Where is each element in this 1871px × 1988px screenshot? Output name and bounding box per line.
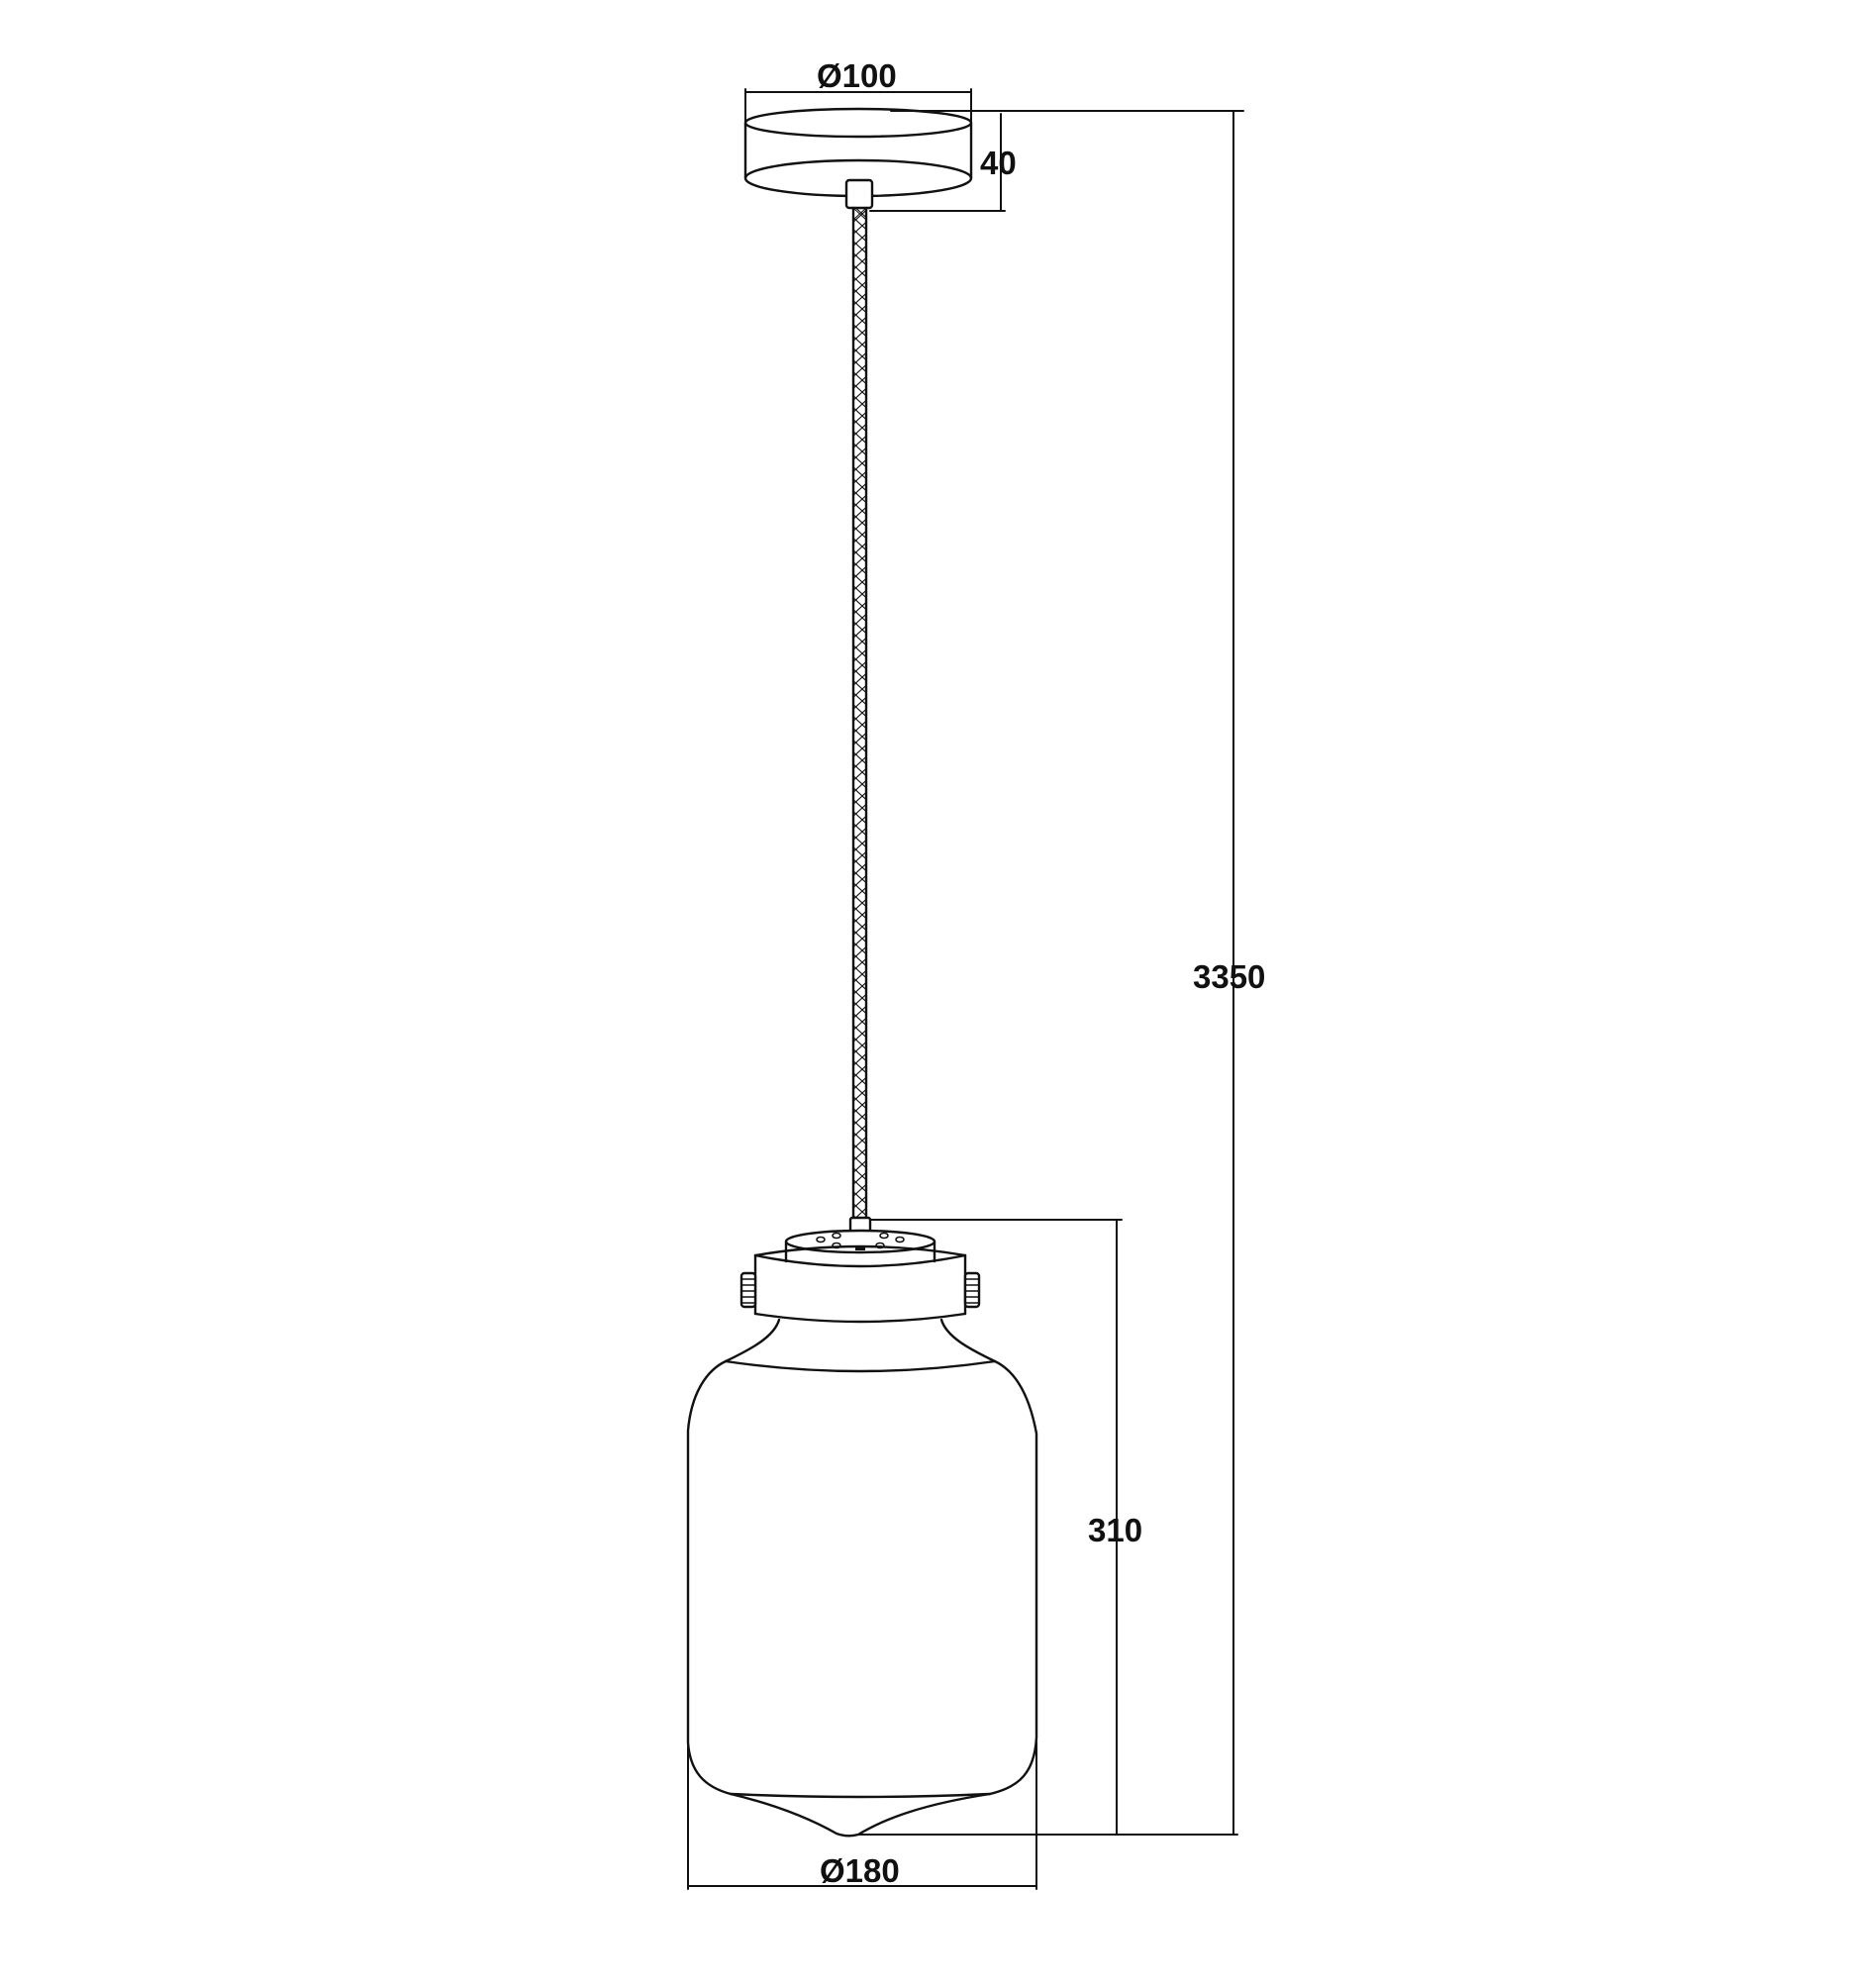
- canopy-height-label: 40: [980, 145, 1017, 181]
- glass-shade: [686, 1318, 1038, 1838]
- canopy-diameter-label: Ø100: [817, 57, 897, 94]
- overall-height-label: 3350: [1193, 958, 1266, 995]
- side-screw-left: [739, 1271, 757, 1309]
- shade-height-label: 310: [1088, 1512, 1143, 1548]
- side-screw-right: [963, 1271, 981, 1309]
- dimension-lines: [687, 88, 1244, 1890]
- canopy: [743, 107, 973, 210]
- shade-diameter-label: Ø180: [820, 1852, 900, 1889]
- lamp-cap: [739, 1216, 981, 1324]
